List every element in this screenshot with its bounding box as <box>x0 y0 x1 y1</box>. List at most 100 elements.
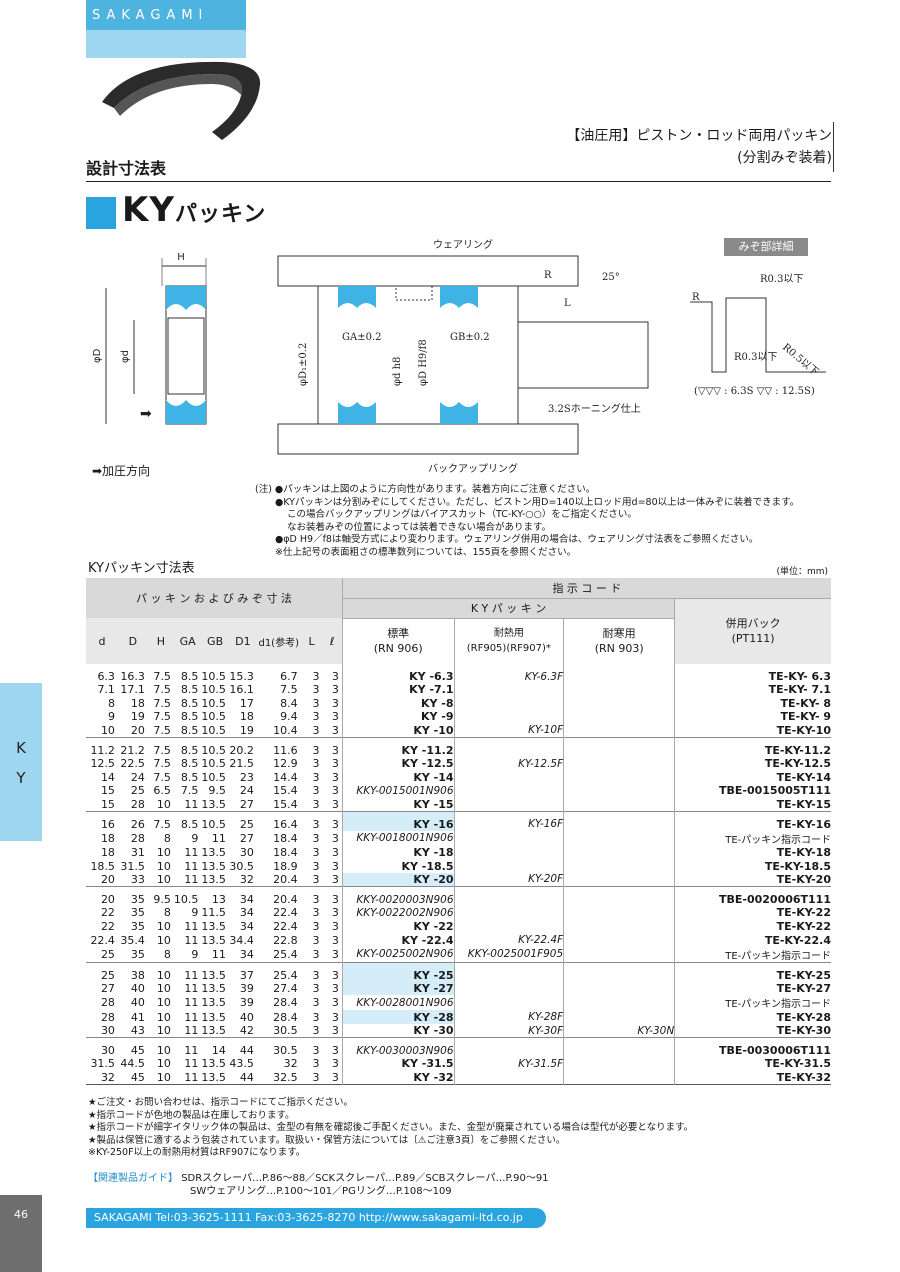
cell-dim: 11 <box>184 1057 199 1071</box>
cell-dim: 28 <box>130 797 145 811</box>
unit-label: (単位：mm) <box>776 567 828 577</box>
cell-dim: 40 <box>130 982 145 996</box>
cell-dim: 43.5 <box>229 1057 254 1071</box>
cell-dim: 10.5 <box>201 670 226 683</box>
cell-cold-code <box>563 962 676 982</box>
cell-dim: 27 <box>239 797 254 811</box>
cell-dim: 21.5 <box>229 757 254 771</box>
cell-standard-code: KY -22 <box>342 919 455 934</box>
cell-dim: 17 <box>239 696 254 710</box>
cell-dim: 41 <box>130 1010 145 1024</box>
cell-dim: 3 <box>322 995 343 1011</box>
col-H: H <box>156 634 166 648</box>
cell-dim: 7.5 <box>280 683 298 697</box>
cell-dim: 10.5 <box>201 683 226 697</box>
cell-standard-code: KY -15 <box>342 797 455 812</box>
cell-dim: 10.5 <box>201 757 226 771</box>
cell-backup-code: TE-KY-11.2 <box>764 743 831 757</box>
cell-dim: 34 <box>239 893 254 907</box>
cell-backup-code: TE-KY-18.5 <box>764 859 831 873</box>
cell-dim: 8.5 <box>180 723 199 737</box>
cell-dim: 7.5 <box>153 743 171 757</box>
cell-heat-code <box>454 845 565 860</box>
cell-backup-code: TE-KY-25 <box>776 968 831 982</box>
cell-dim: 34.4 <box>229 933 254 947</box>
cell-dim: 3 <box>312 831 320 845</box>
cell-dim: 43 <box>130 1024 145 1038</box>
cell-dim: 18.4 <box>273 831 298 845</box>
cell-dim: 32 <box>100 1070 115 1084</box>
cell-dim: 11.5 <box>201 906 226 920</box>
cell-dim: 24 <box>130 770 145 784</box>
dim-dh9-label: φD H9/f8 <box>418 339 429 386</box>
product-subtitle: 【油圧用】ピストン・ロッド両用パッキン (分割みぞ装着) <box>566 125 832 169</box>
cell-cold-code <box>563 784 676 798</box>
cell-dim: 19 <box>239 723 254 737</box>
cell-dim: 3 <box>312 1070 320 1084</box>
cell-backup-code: TE-KY-20 <box>776 872 831 886</box>
dim-d1-label: φD₁±0.2 <box>298 343 309 386</box>
cell-dim: 27.4 <box>273 982 298 996</box>
cell-dim: 3 <box>312 859 320 873</box>
cell-dim: 35 <box>130 906 145 920</box>
cell-dim: 22.4 <box>273 919 298 933</box>
cell-cold-code <box>563 995 676 1011</box>
cell-heat-code <box>454 797 565 812</box>
cell-dim: 11 <box>184 1044 199 1058</box>
cell-dim: 40 <box>239 1010 254 1024</box>
footnote-line: ★ご注文・お問い合わせは、指示コードにてご指示ください。 <box>88 1097 354 1108</box>
std-title: 標準 <box>387 627 410 641</box>
cell-heat-code: KY-6.3F <box>454 664 565 683</box>
cell-cold-code <box>563 859 676 873</box>
dim-ga-label: GA±0.2 <box>342 332 382 343</box>
cell-dim: 13 <box>211 893 226 907</box>
cell-dim: 39 <box>239 996 254 1010</box>
cell-dim: 13.5 <box>201 933 226 947</box>
cell-cold-code <box>563 1057 676 1071</box>
cell-heat-code: KKY-0025001F905 <box>454 946 565 963</box>
cell-dim: 3 <box>312 710 320 724</box>
cell-standard-code: KY -18 <box>342 845 455 860</box>
cell-dim: 11 <box>184 933 199 947</box>
cell-dim: 10 <box>156 1070 171 1084</box>
footnote-line: ★製品は保管に適するよう包装されています。取扱い・保管方法については〔⚠ご注意3… <box>88 1134 566 1146</box>
cell-cold-code <box>563 797 676 812</box>
cell-dim: 10.5 <box>201 743 226 757</box>
cell-dim: 10 <box>100 723 115 737</box>
cell-dim: 3 <box>312 784 320 798</box>
cell-dim: 23 <box>239 770 254 784</box>
col-GA: GA <box>179 634 196 648</box>
cell-dim: 45 <box>130 1044 145 1058</box>
cell-dim: 28.4 <box>273 996 298 1010</box>
cell-dim: 3 <box>312 1044 320 1058</box>
cell-dim: 13.5 <box>201 846 226 860</box>
cell-dim: 42 <box>239 1024 254 1038</box>
cell-dim: 16.4 <box>273 817 298 831</box>
cell-dim: 10 <box>156 1057 171 1071</box>
cell-cold-code <box>563 872 676 887</box>
cell-dim: 15.3 <box>229 670 254 683</box>
cell-dim: 11.6 <box>273 743 298 757</box>
brand-bar-top <box>86 0 246 30</box>
cell-dim: 3 <box>322 683 343 697</box>
cell-standard-code: KKY-0022002N906 <box>342 906 455 920</box>
cell-heat-code <box>454 710 565 724</box>
cell-dim: 27 <box>239 831 254 845</box>
page-number-strip <box>0 1195 42 1272</box>
radius-05-label: R0.5以下 <box>780 342 820 378</box>
cell-dim: 10 <box>156 872 171 886</box>
cell-cold-code <box>563 683 676 697</box>
cell-dim: 3 <box>312 933 320 947</box>
cell-dim: 28 <box>100 1010 115 1024</box>
heat-title: 耐熱用 <box>493 628 524 640</box>
cell-dim: 16.1 <box>229 683 254 697</box>
cell-standard-code: KKY-0018001N906 <box>342 830 455 846</box>
cell-dim: 6.5 <box>153 784 171 798</box>
cell-dim: 3 <box>312 817 320 831</box>
cell-dim: 7.5 <box>153 710 171 724</box>
cell-backup-code: TE-KY-18 <box>776 846 831 860</box>
cell-cold-code <box>563 1070 676 1085</box>
cell-dim: 11 <box>184 1070 199 1084</box>
cell-standard-code: KY -32 <box>342 1070 455 1085</box>
